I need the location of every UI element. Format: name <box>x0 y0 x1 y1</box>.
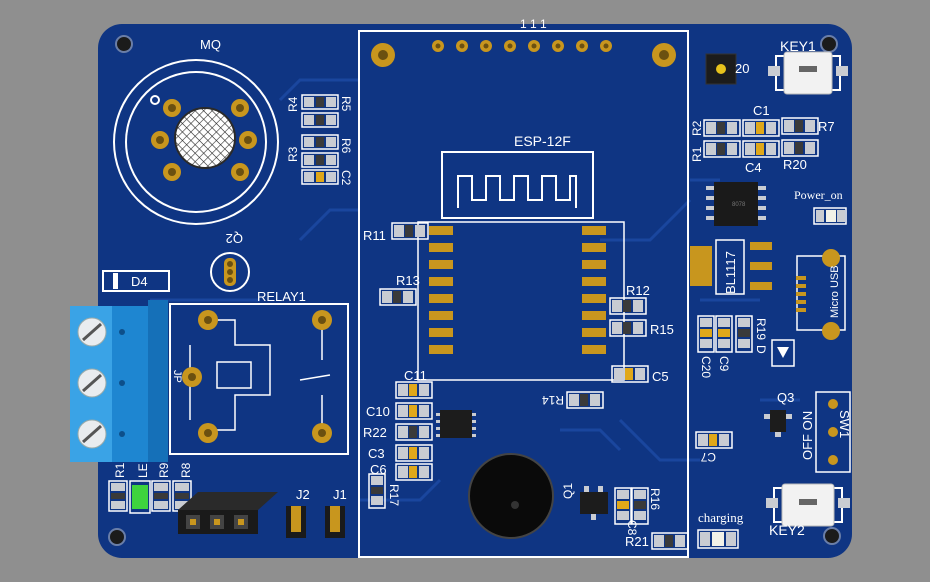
q1-label: Q1 <box>561 483 575 499</box>
q1-area <box>580 486 689 550</box>
c10-label: C10 <box>366 404 390 419</box>
pcb-traces <box>150 78 800 502</box>
r12-label: R12 <box>626 283 650 298</box>
relay <box>169 303 349 455</box>
sw1-label: SW1 <box>837 410 852 438</box>
screw-terminal <box>70 300 168 462</box>
r11-label: R11 <box>363 228 386 243</box>
charging-led <box>697 529 739 549</box>
d-label: D <box>754 345 768 354</box>
c9-label: C9 <box>717 356 731 372</box>
power-passives <box>703 117 819 158</box>
c11-label: C11 <box>404 368 427 383</box>
c3-label: C3 <box>368 446 385 461</box>
r21-label: R21 <box>625 534 649 549</box>
r15-label: R15 <box>650 322 674 337</box>
buzzer <box>468 453 554 539</box>
charging-label: charging <box>698 510 744 525</box>
mq-label: MQ <box>200 37 221 52</box>
r14-label: R14 <box>542 393 564 407</box>
key2-button <box>766 483 850 527</box>
bl1117-label: BL1117 <box>723 251 738 294</box>
c7-capacitor <box>695 431 733 449</box>
c8-label: C8 <box>625 520 639 536</box>
r9-label: R9 <box>157 462 171 478</box>
c5-label: C5 <box>652 369 669 384</box>
svg-text:8078: 8078 <box>732 202 746 208</box>
r22-label: R22 <box>363 425 387 440</box>
r8-label: R8 <box>179 462 193 478</box>
mq-sensor <box>113 59 279 225</box>
sw1-switch <box>815 391 851 473</box>
r17-label: R17 <box>387 484 401 506</box>
sensor-20-label: 20 <box>735 61 749 76</box>
j1-label: J1 <box>333 487 347 502</box>
q3-transistor <box>764 410 792 437</box>
key1-label: KEY1 <box>780 38 816 54</box>
c6-label: C6 <box>370 462 387 477</box>
esp-passives <box>379 222 649 409</box>
r16-label: R16 <box>648 488 662 510</box>
r1-left-label: R1 <box>113 462 127 478</box>
r20-label: R20 <box>783 157 807 172</box>
micro-usb-label: Micro USB <box>829 265 841 318</box>
j2-label: J2 <box>296 487 310 502</box>
r7-label: R7 <box>818 119 835 134</box>
resistor-network-r3-r6 <box>301 94 339 185</box>
r1-label: R1 <box>690 146 704 162</box>
bl1117-regulator <box>690 239 772 295</box>
ambient-sensor <box>705 53 737 85</box>
r4-label: R4 <box>286 96 300 112</box>
c1-label: C1 <box>753 103 770 118</box>
c2-label: C2 <box>339 170 353 186</box>
d4-label: D4 <box>131 274 148 289</box>
q2-label: Q2 <box>226 231 243 246</box>
r19-label: R19 <box>754 318 768 340</box>
power-on-label: Power_on <box>794 188 843 202</box>
q2-transistor <box>210 252 250 292</box>
cap-stack <box>368 381 476 509</box>
d4-diode <box>102 270 170 292</box>
q3-label: Q3 <box>777 390 794 405</box>
c20-label: C20 <box>699 356 713 378</box>
r6-label: R6 <box>339 138 353 154</box>
key1-button <box>768 51 848 95</box>
r3-label: R3 <box>286 146 300 162</box>
r5-label: R5 <box>339 96 353 112</box>
led-label: LE <box>136 463 150 478</box>
c7-label: C7 <box>700 450 716 464</box>
c4-label: C4 <box>745 160 762 175</box>
jp-label: JP <box>171 370 183 383</box>
key2-label: KEY2 <box>769 522 805 538</box>
power-on-led <box>813 207 847 225</box>
usb-passives <box>697 315 795 367</box>
micro-usb <box>796 249 846 340</box>
esp12f-module <box>358 30 689 558</box>
soic8-chip: 8078 <box>706 182 766 226</box>
pcb-board <box>98 24 852 558</box>
esp-label: ESP-12F <box>514 133 571 149</box>
jumpers <box>286 506 345 538</box>
r13-label: R13 <box>396 273 420 288</box>
off-on-label: OFF ON <box>800 411 815 460</box>
pin-header <box>178 492 278 534</box>
r2-label: R2 <box>690 120 704 136</box>
relay-label: RELAY1 <box>257 289 306 304</box>
esp-top-label: 1 1 1 <box>520 17 547 31</box>
bottom-left-components <box>108 480 192 514</box>
